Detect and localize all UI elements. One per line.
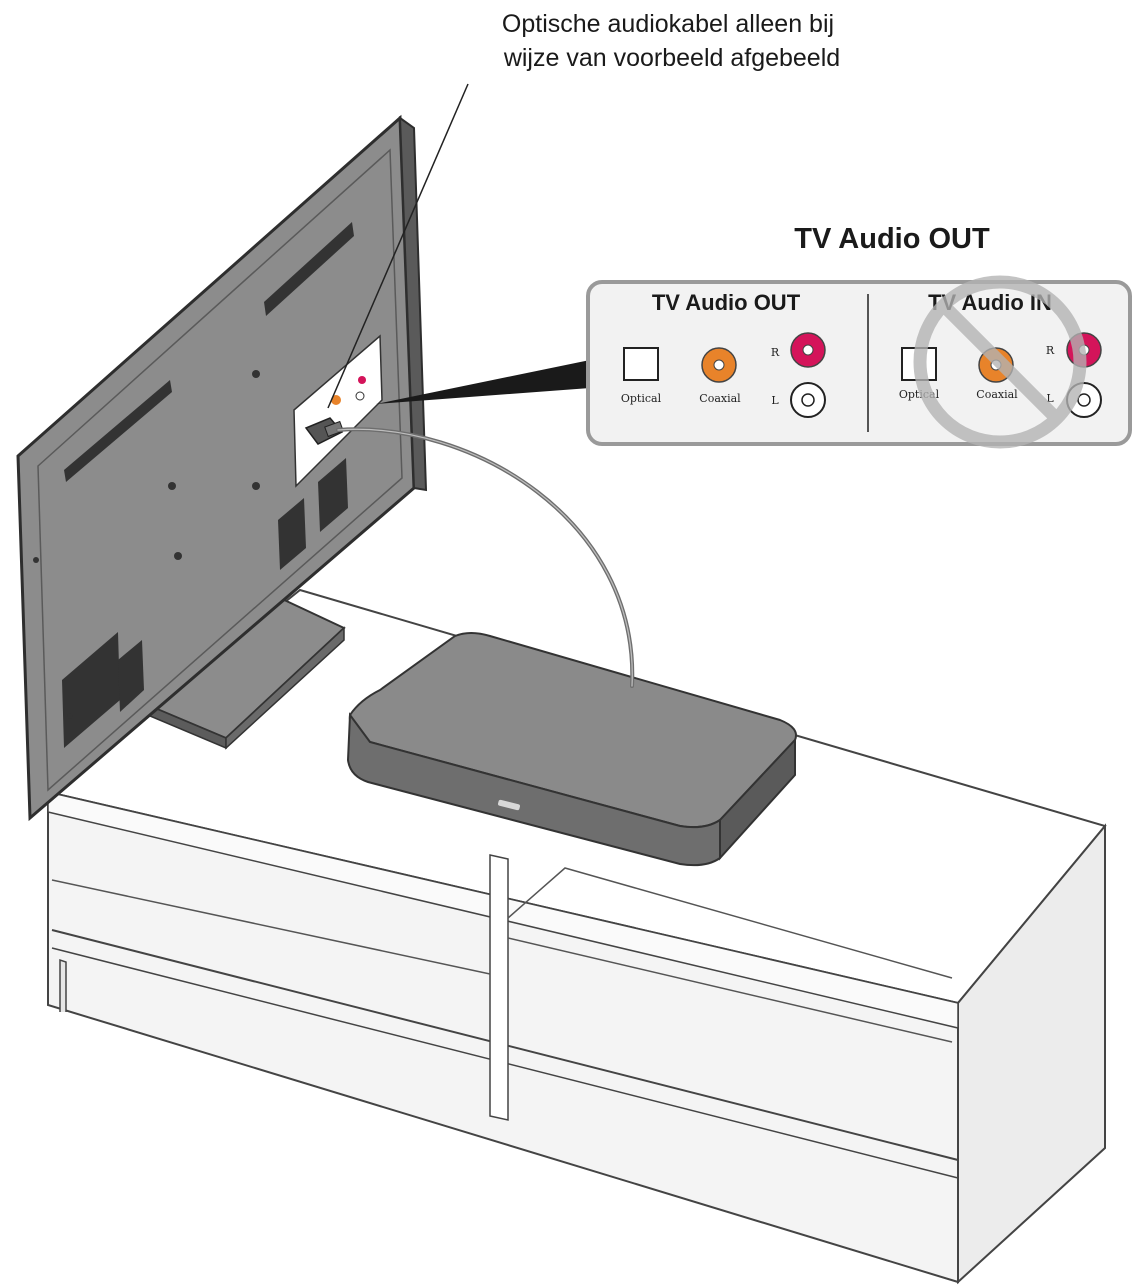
panel-frame [586,280,1132,446]
tv-screw-holes [33,370,260,719]
in-white-jack-center [1077,393,1091,407]
television [16,114,428,822]
cabinet-divider [489,854,509,1121]
tv-back-inner [37,148,403,792]
callout-text-line-1: Optische audiokabel alleen bij [502,10,834,38]
l-label: L [771,394,779,407]
optical-plug [304,417,344,445]
tv-panel-red-jack [358,376,366,384]
in-coaxial-label: Coaxial [976,388,1018,401]
panel-out-title: TV Audio OUT [652,290,801,315]
optical-label: Optical [621,392,662,405]
white-jack-center [801,393,815,407]
tv-vents [62,222,354,748]
callout-leader-line [327,83,469,409]
console-logo [498,799,520,811]
coaxial-jack-center [713,359,725,371]
diagram-heading: TV Audio OUT [794,223,990,255]
console-front [346,712,721,867]
optical-port-icon [623,347,659,381]
prohibited-icon [913,275,1087,449]
cabinet-bottom-lip [59,958,67,1012]
tv-panel-white-jack [355,391,365,401]
tv-stand-base-side [225,626,345,750]
r-label: R [771,346,780,359]
cabinet-side [957,823,1106,1285]
in-l-label: L [1046,392,1054,405]
optical-cable-highlight [337,428,633,687]
cabinet-inner-right [507,867,953,979]
zoom-wedge [376,360,590,404]
callout-text-line-2: wijze van voorbeeld afgebeeld [503,44,840,72]
cabinet-inner-left [51,879,491,975]
connector-panel-callout: TV Audio OUT Optical Coaxial R L TV Audi… [586,275,1132,449]
console-side [719,737,796,861]
coaxial-label: Coaxial [699,392,741,405]
tv-panel-coax-jack [331,395,341,405]
tv-stand [148,596,346,750]
sound-console [346,632,797,867]
in-r-label: R [1046,344,1055,357]
tv-connector-panel [293,334,383,488]
red-jack-center [802,344,814,356]
cabinet-inner-right-2 [507,937,953,1043]
